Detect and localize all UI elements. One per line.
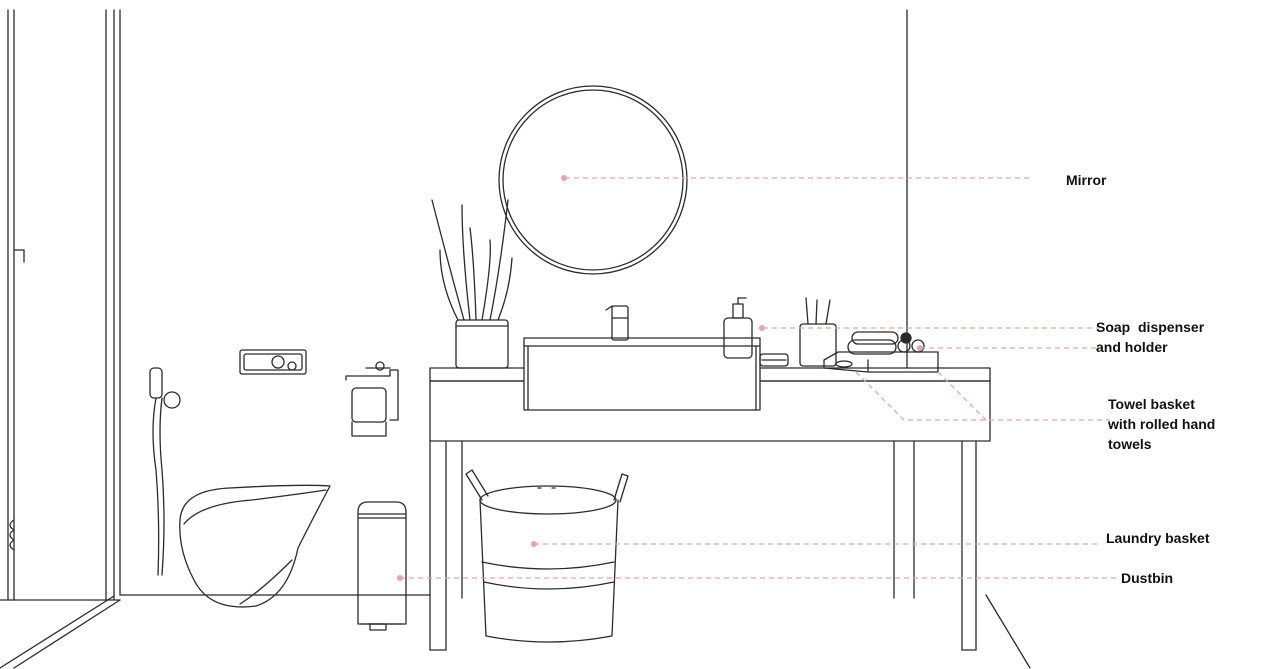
towel-leader-2: [938, 372, 986, 420]
label-towel-line1: Towel basket: [1108, 394, 1215, 414]
label-mirror-line1: Mirror: [1066, 170, 1106, 190]
label-towel-line2: with rolled hand: [1108, 414, 1215, 434]
holder-dot: [917, 345, 923, 351]
label-dustbin-line1: Dustbin: [1121, 568, 1173, 588]
label-laundry-line1: Laundry basket: [1106, 528, 1209, 548]
laundry-dot: [531, 541, 537, 547]
label-mirror: Mirror: [1066, 170, 1106, 190]
towel-basket: [824, 332, 938, 372]
mirror: [499, 86, 687, 274]
label-soap-line1: Soap dispenser: [1096, 317, 1204, 337]
towel-leader: [856, 372, 1110, 420]
soap-dot: [759, 325, 765, 331]
hand-shower: [150, 368, 180, 575]
label-towel-basket: Towel basket with rolled hand towels: [1108, 394, 1215, 454]
plant-pot: [432, 200, 512, 368]
label-laundry-basket: Laundry basket: [1106, 528, 1209, 548]
toilet: [180, 485, 330, 607]
room-outline: [0, 10, 1030, 668]
dustbin: [358, 502, 406, 630]
toilet-paper-holder: [346, 362, 398, 436]
label-towel-line3: towels: [1108, 434, 1215, 454]
mirror-dot: [561, 175, 567, 181]
flush-plate: [240, 350, 306, 374]
label-soap-dispenser: Soap dispenser and holder: [1096, 317, 1204, 357]
laundry-basket: [466, 470, 628, 642]
label-soap-line2: and holder: [1096, 337, 1204, 357]
dustbin-dot: [397, 575, 403, 581]
label-dustbin: Dustbin: [1121, 568, 1173, 588]
